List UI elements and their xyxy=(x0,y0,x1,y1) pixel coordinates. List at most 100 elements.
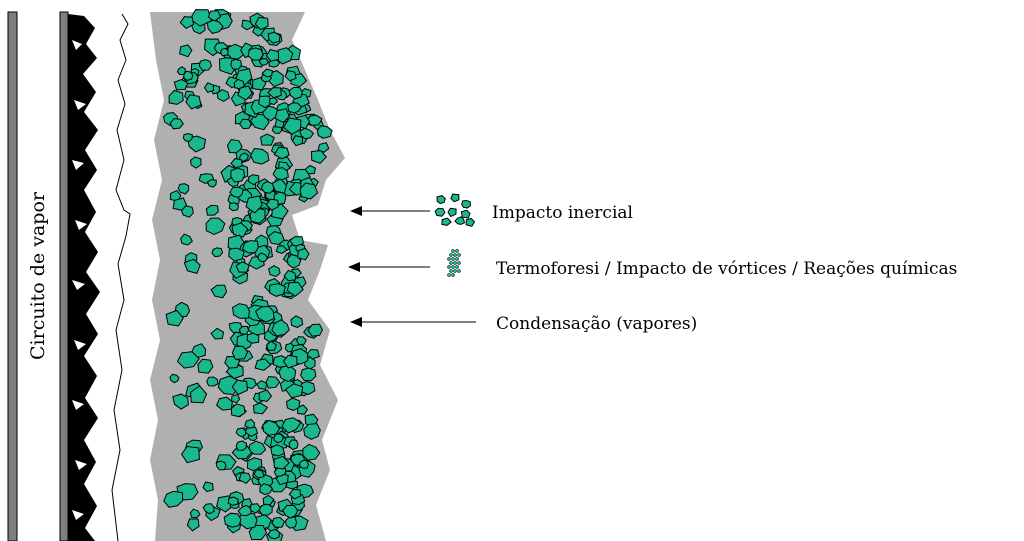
particle xyxy=(273,466,287,477)
particle xyxy=(436,195,446,205)
particle xyxy=(453,269,457,273)
particle xyxy=(271,516,286,528)
particle xyxy=(252,402,269,415)
particle xyxy=(297,247,310,261)
particle xyxy=(267,31,281,44)
particle xyxy=(278,364,297,383)
particle xyxy=(202,481,214,493)
particle xyxy=(211,247,224,258)
particle xyxy=(235,261,250,273)
particle xyxy=(210,327,225,340)
particle xyxy=(231,379,249,396)
particle xyxy=(304,164,316,175)
legend-label-inertial-impact: Impacto inercial xyxy=(492,203,633,223)
particle xyxy=(183,70,194,81)
particle xyxy=(216,89,230,102)
particle xyxy=(268,265,281,278)
slag-layer xyxy=(68,14,100,541)
particle xyxy=(205,217,226,235)
particle xyxy=(272,167,289,181)
particle xyxy=(165,309,184,327)
particle xyxy=(182,133,193,142)
particle xyxy=(449,269,453,273)
particle xyxy=(267,231,285,246)
particle xyxy=(215,460,227,471)
particle xyxy=(449,253,453,257)
particle xyxy=(303,423,321,440)
particle xyxy=(239,118,252,130)
particle xyxy=(451,265,455,269)
particle xyxy=(268,97,279,106)
particle xyxy=(206,19,224,34)
particle xyxy=(258,503,273,516)
particle xyxy=(258,389,273,402)
legend-label-condensation: Condensação (vapores) xyxy=(496,314,697,334)
particle xyxy=(434,207,446,217)
particle xyxy=(173,78,189,91)
particle xyxy=(317,142,330,153)
particle xyxy=(190,385,208,404)
particle xyxy=(461,199,472,209)
particle xyxy=(282,504,299,519)
particle xyxy=(265,198,279,211)
particle xyxy=(237,85,253,101)
particle xyxy=(299,127,315,140)
particle xyxy=(257,252,268,263)
particle xyxy=(231,222,249,238)
particle xyxy=(305,114,323,126)
particle xyxy=(273,455,290,470)
particle xyxy=(286,281,304,297)
particle xyxy=(457,261,461,265)
particle xyxy=(206,179,217,188)
particle xyxy=(246,332,260,344)
particle xyxy=(284,70,297,82)
particle xyxy=(455,257,459,261)
particle xyxy=(244,418,256,429)
particle xyxy=(190,156,202,169)
particle xyxy=(235,440,248,451)
particle xyxy=(163,490,184,508)
particle xyxy=(457,253,461,257)
particle xyxy=(450,193,460,203)
particle xyxy=(260,133,275,146)
particle xyxy=(237,504,252,517)
particle xyxy=(287,102,303,114)
deposit-boundary-line xyxy=(111,13,131,541)
particle xyxy=(261,180,275,194)
particle xyxy=(288,439,299,451)
particle xyxy=(256,380,268,390)
particle xyxy=(254,16,269,31)
particle xyxy=(460,209,471,219)
particle xyxy=(185,94,202,110)
particle xyxy=(230,58,242,70)
particle xyxy=(453,261,457,265)
particle xyxy=(265,49,280,62)
particle xyxy=(248,440,267,455)
particle xyxy=(307,323,323,337)
particle xyxy=(275,245,288,254)
particle xyxy=(451,273,455,277)
particle xyxy=(267,528,280,540)
particle xyxy=(455,249,459,253)
particle xyxy=(230,158,243,169)
particle xyxy=(273,433,285,444)
legend-label-thermophoresis: Termoforesi / Impacto de vórtices / Reaç… xyxy=(496,259,957,279)
particle xyxy=(228,247,245,262)
particle xyxy=(203,82,215,94)
legend-arrow-3 xyxy=(350,317,476,327)
particle xyxy=(262,494,275,506)
particle xyxy=(217,375,240,396)
particle xyxy=(248,503,262,514)
particle xyxy=(242,240,259,254)
particle xyxy=(316,125,333,139)
particle xyxy=(253,468,265,479)
particle xyxy=(247,47,264,61)
legend-arrow-2 xyxy=(348,262,430,272)
particle xyxy=(441,217,452,226)
particle xyxy=(281,417,302,434)
particle xyxy=(447,265,451,269)
particle xyxy=(205,204,219,216)
particle xyxy=(230,403,246,418)
particle xyxy=(447,257,451,261)
